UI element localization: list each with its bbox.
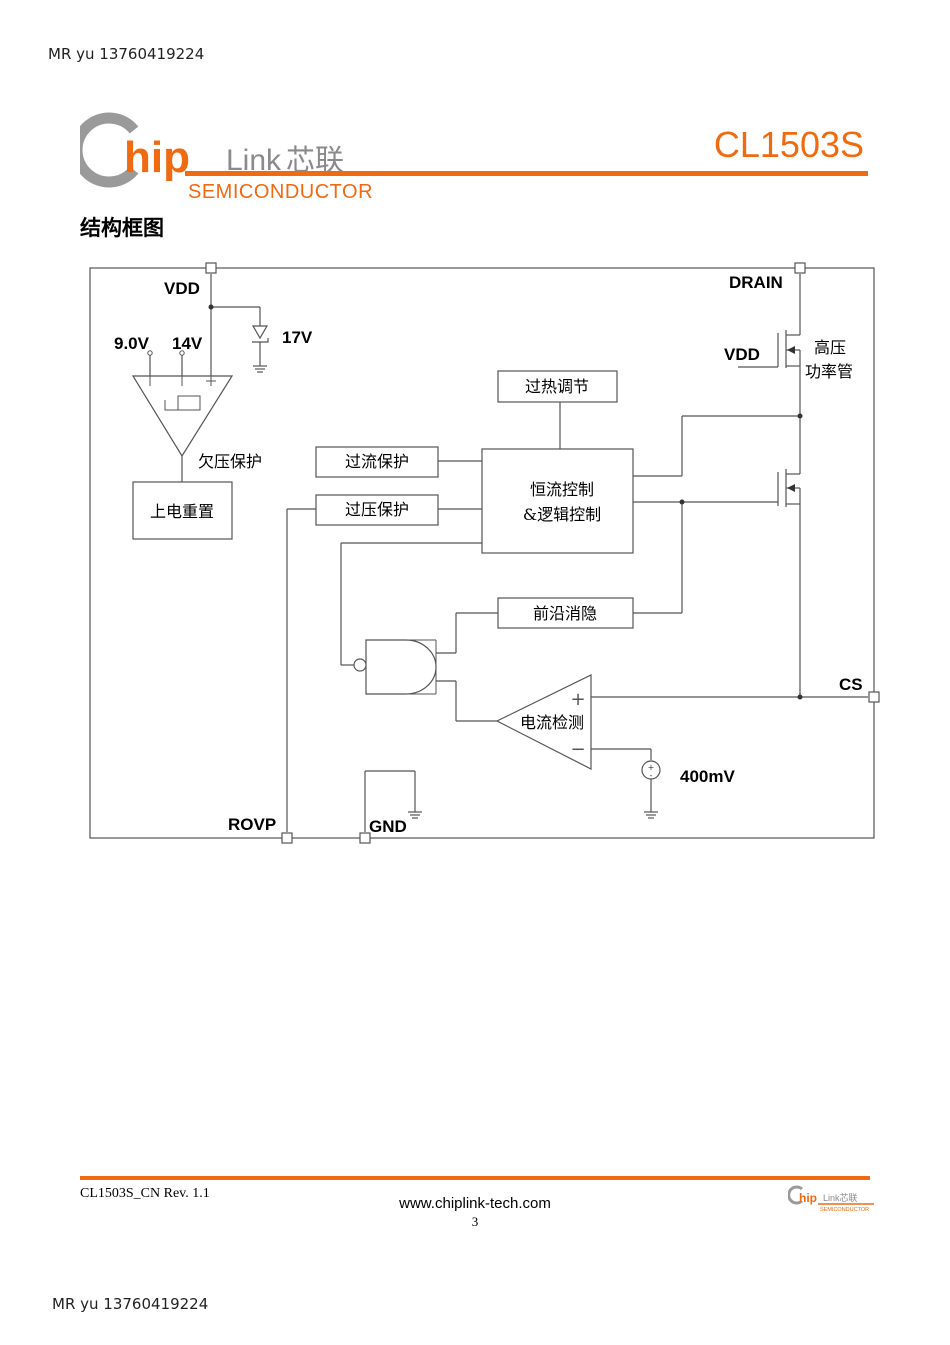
- footer-rule: [80, 1176, 870, 1180]
- current-sense-comparator: [495, 674, 592, 770]
- chip-boundary: [89, 267, 875, 839]
- label-gate-vdd: VDD: [724, 345, 760, 364]
- text-control-line2: &逻辑控制: [523, 505, 601, 524]
- svg-text:-: -: [650, 771, 653, 780]
- label-uvlo-9v: 9.0V: [114, 334, 150, 353]
- label-gnd: GND: [369, 817, 407, 836]
- block-thermal: [497, 370, 618, 403]
- label-zener-17v: 17V: [282, 328, 313, 347]
- comparator-plus: +: [570, 689, 585, 710]
- label-hv-mosfet-line2: 功率管: [805, 362, 853, 381]
- label-drain: DRAIN: [729, 273, 783, 292]
- block-control: [481, 448, 634, 554]
- block-leb: [497, 597, 634, 629]
- label-reference-400mv: 400mV: [680, 767, 735, 786]
- page-number: 3: [471, 1214, 479, 1229]
- pin-drain: [794, 262, 806, 274]
- svg-text:hip: hip: [124, 133, 190, 182]
- footer-chiplink-logo: hip Link芯联 SEMICONDUCTOR: [788, 1185, 874, 1213]
- label-uvlo-14v: 14V: [172, 334, 203, 353]
- pin-gnd: [359, 832, 371, 844]
- svg-text:hip: hip: [799, 1191, 817, 1205]
- pin-rovp: [281, 832, 293, 844]
- text-ocp: 过流保护: [345, 452, 409, 471]
- text-current-sense: 电流检测: [520, 713, 584, 732]
- text-control-line1: 恒流控制: [530, 480, 594, 499]
- block-ovp: [315, 494, 439, 526]
- svg-text:SEMICONDUCTOR: SEMICONDUCTOR: [820, 1207, 869, 1213]
- svg-text:+: +: [648, 763, 655, 772]
- text-power-on-reset: 上电重置: [150, 502, 214, 521]
- text-ovp: 过压保护: [345, 500, 409, 519]
- block-ocp: [315, 446, 439, 478]
- label-rovp: ROVP: [228, 815, 276, 834]
- label-vdd: VDD: [164, 279, 200, 298]
- section-title: 结构框图: [80, 215, 164, 240]
- watermark-bottom: MR yu 13760419224: [52, 1295, 209, 1313]
- header-rule: [185, 171, 868, 176]
- footer-revision: CL1503S_CN Rev. 1.1: [80, 1186, 210, 1201]
- watermark-top: MR yu 13760419224: [48, 45, 205, 63]
- nand-gate: [365, 639, 437, 695]
- label-cs: CS: [839, 675, 863, 694]
- uvlo-comparator: [131, 375, 234, 458]
- label-hv-mosfet-line1: 高压: [814, 338, 846, 357]
- label-uvlo: 欠压保护: [198, 452, 262, 471]
- part-number: CL1503S: [713, 124, 864, 165]
- footer-website: www.chiplink-tech.com: [399, 1195, 551, 1212]
- logo-semiconductor: SEMICONDUCTOR: [188, 181, 374, 203]
- block-power-on-reset: [132, 481, 233, 540]
- text-leb: 前沿消隐: [533, 604, 597, 623]
- text-thermal: 过热调节: [525, 377, 589, 396]
- pin-vdd: [205, 262, 217, 274]
- pin-cs: [868, 691, 880, 703]
- comparator-minus: −: [570, 739, 585, 760]
- svg-text:Link芯联: Link芯联: [823, 1192, 858, 1203]
